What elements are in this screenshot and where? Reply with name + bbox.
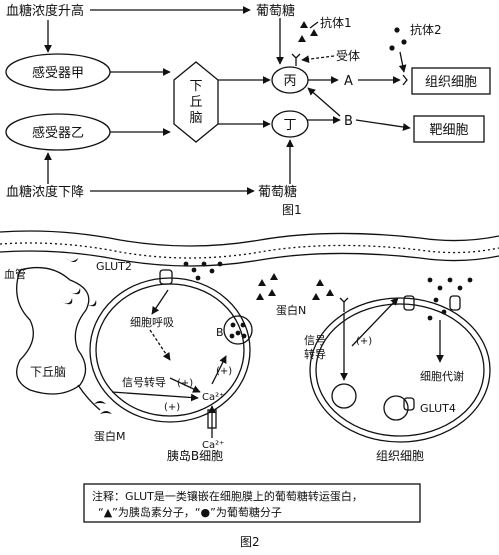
- vessel-wall-outer: [0, 230, 499, 247]
- antibody2-dots: [389, 27, 407, 51]
- protein-m-shapes: [94, 401, 112, 414]
- plus-label-3: (+): [216, 366, 232, 377]
- ca-outside-label: Ca²⁺: [202, 440, 224, 451]
- insulin-vesicle: [223, 315, 253, 345]
- receptor-dashed-pointer: [301, 55, 335, 63]
- target-cell-box: [413, 115, 485, 143]
- note-line-2: “▲”为胰岛素分子，“●”为葡萄糖分子: [98, 505, 282, 519]
- signal2-line1: 信号: [304, 334, 326, 347]
- glut2-channel: [159, 269, 173, 285]
- figure-1: 血糖浓度升高 葡萄糖 感受器甲 感受器乙 下 丘 脑 丙 丁: [5, 3, 491, 217]
- arrow-signal-to-ca: [169, 377, 201, 393]
- insulin-triangles: [256, 273, 334, 300]
- arrow-glut2-to-respiration: [151, 289, 169, 315]
- arrow-protein-m-to-ca: [111, 391, 199, 402]
- hypothalamus-axon: [77, 384, 101, 411]
- arrow-respiration-to-signal: [149, 329, 171, 361]
- arrow-antibody2-to-receptor: [398, 51, 407, 73]
- glucose-dots-islet: [183, 261, 223, 281]
- node-a-label: A: [344, 74, 353, 89]
- glucose-rise-label: 血糖浓度升高: [6, 3, 84, 19]
- target-cell-label: 靶细胞: [429, 123, 468, 138]
- tissue-cell-membrane-inner: [315, 303, 485, 437]
- tissue-cell-membrane-outer: [309, 297, 491, 443]
- arrow-ca-to-b: [211, 355, 227, 385]
- vessel-wall-inner: [0, 250, 499, 267]
- antibody1-triangles: [298, 21, 318, 42]
- receptor-b-label: 感受器乙: [32, 125, 84, 141]
- vessel-wall-dots: [0, 242, 499, 259]
- respiration-label: 细胞呼吸: [130, 316, 174, 329]
- receptor-a-label: 感受器甲: [32, 65, 84, 81]
- tissue-cell-box: [411, 67, 491, 95]
- glucose-fall-label: 血糖浓度下降: [6, 184, 84, 200]
- tissue-glut-channel-2: [449, 295, 461, 311]
- glucose-bottom-label: 葡萄糖: [258, 184, 297, 200]
- plus-label-4: (+): [356, 336, 372, 347]
- plus-label-2: (+): [164, 402, 180, 413]
- hypothalamus-char-1: 下: [189, 79, 202, 94]
- ca-inside-label: Ca²⁺: [202, 392, 224, 403]
- figure-2: 血管 下丘脑 胰岛B细胞 GLUT2 细胞呼吸 信号转导 (+) (+: [0, 230, 499, 549]
- figure1-caption: 图1: [282, 203, 302, 217]
- antibody2-label: 抗体2: [410, 22, 442, 37]
- glut4-label: GLUT4: [420, 402, 456, 415]
- tissue-receptor-bracket: [402, 74, 408, 86]
- arrow-b-to-bing: [307, 87, 341, 117]
- tissue-glut-channel: [403, 295, 415, 311]
- glut2-label: GLUT2: [96, 260, 132, 273]
- nerve-ending-shapes: [62, 258, 97, 307]
- glut4-channel-symbol: [403, 397, 415, 411]
- glucose-dots-tissue: [427, 277, 473, 321]
- hypothalamus-char-3: 脑: [189, 111, 202, 126]
- hypothalamus-label: 下丘脑: [30, 365, 66, 379]
- antibody1-pointer: [309, 21, 319, 29]
- plus-label-1: (+): [177, 378, 193, 389]
- hypothalamus-char-2: 丘: [189, 95, 202, 110]
- islet-b-cell-membrane-outer: [89, 277, 251, 423]
- glut4-vesicle-2: [383, 395, 409, 421]
- vesicle-b-label: B: [216, 326, 224, 339]
- glut4-vesicle-1: [331, 383, 357, 409]
- signal-transduction-label: 信号转导: [122, 375, 166, 389]
- arrow-signal-to-glut: [351, 297, 399, 347]
- vesicle-insulin-dots: [229, 322, 247, 339]
- glucose-top-label: 葡萄糖: [256, 3, 295, 19]
- signal2-line2: 转导: [304, 347, 326, 361]
- receptor-label: 受体: [336, 49, 360, 63]
- node-bing-label: 丙: [283, 74, 296, 89]
- arrow-b-to-target: [355, 119, 411, 131]
- protein-n-label: 蛋白N: [276, 303, 306, 317]
- antibody1-label: 抗体1: [320, 15, 352, 30]
- figure2-caption: 图2: [240, 535, 260, 549]
- tissue-cell-label: 组织细胞: [425, 75, 477, 90]
- node-b-label: B: [344, 114, 353, 129]
- tissue-cell-label-2: 组织细胞: [376, 449, 424, 463]
- node-ding-ellipse: [271, 110, 309, 138]
- receptor-y-symbol: [291, 53, 301, 66]
- metabolism-label: 细胞代谢: [420, 369, 464, 383]
- hypothalamus-cell-body: [16, 266, 90, 395]
- note-line-1: 注释：GLUT是一类镶嵌在细胞膜上的葡萄糖转运蛋白，: [92, 489, 363, 503]
- islet-cell-label: 胰岛B细胞: [167, 448, 223, 463]
- insulin-receptor-symbol: [339, 297, 349, 312]
- note-box: [83, 483, 421, 523]
- node-ding-label: 丁: [283, 118, 296, 133]
- protein-m-label: 蛋白M: [94, 429, 126, 443]
